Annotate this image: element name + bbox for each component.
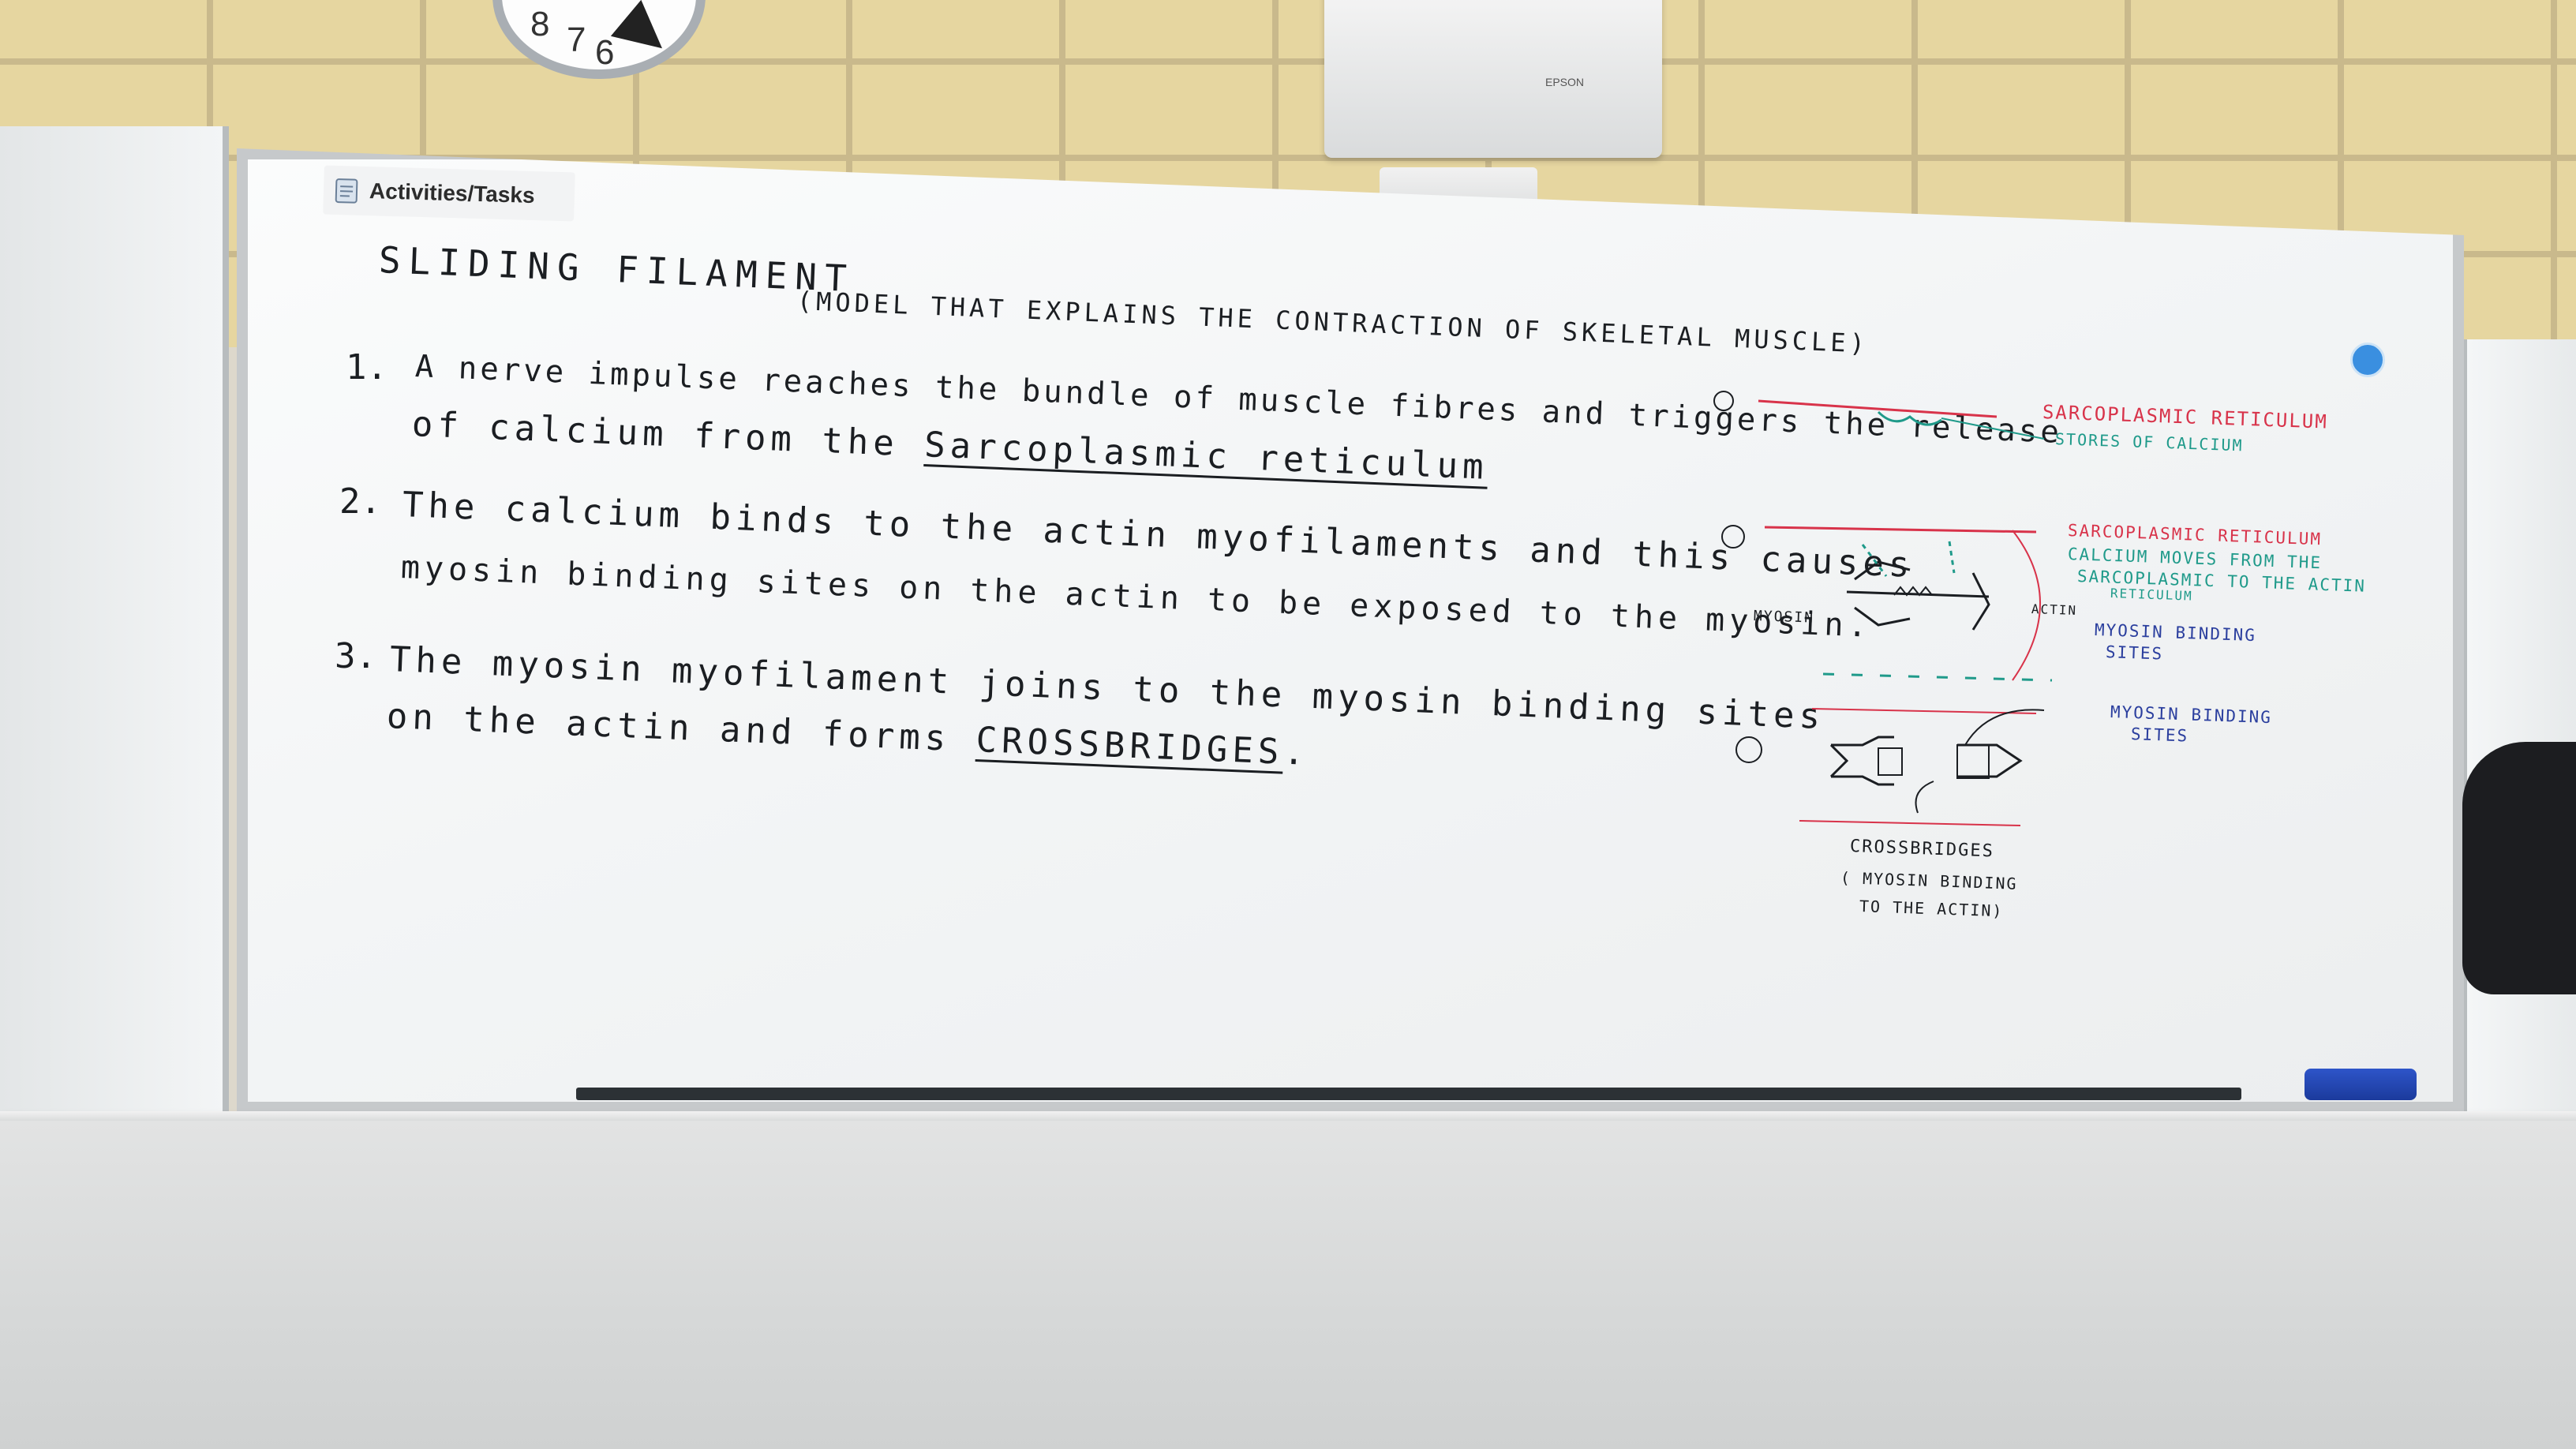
step-number: 2. xyxy=(339,481,381,522)
crossbridge-box xyxy=(1956,744,1990,779)
reticulum-line-lower xyxy=(1799,820,2021,826)
reticulum-line-lower xyxy=(1822,672,2053,682)
activities-label: Activities/Tasks xyxy=(323,165,575,222)
leader-line xyxy=(1941,417,2045,440)
left-whiteboard xyxy=(0,126,229,1114)
pointer-arrow xyxy=(1915,781,1934,814)
lower-wall xyxy=(0,1121,2576,1449)
whiteboard-eraser xyxy=(2305,1069,2417,1100)
diagram-label: MYOSIN xyxy=(1753,608,1815,627)
crossbridge-filaments xyxy=(1829,736,2023,786)
whiteboard xyxy=(237,148,2464,1113)
section-bracket xyxy=(2012,530,2041,681)
crossbridge-box xyxy=(1878,747,1903,776)
step-marker-circle xyxy=(1713,391,1734,411)
projector xyxy=(1324,0,1662,158)
leader-line xyxy=(1964,709,2045,746)
blue-sticker xyxy=(2350,343,2385,377)
step-number: 1. xyxy=(346,347,388,388)
calcium-stores-marks xyxy=(1877,410,1942,426)
clock-numeral: 8 xyxy=(530,5,550,43)
clipboard-icon xyxy=(335,178,358,204)
step-number: 3. xyxy=(335,636,376,676)
step-marker-circle xyxy=(1735,736,1762,763)
projector-brand: EPSON xyxy=(1545,76,1585,88)
diagram-label: ACTIN xyxy=(2031,601,2078,619)
myosin-heads xyxy=(1893,586,1933,597)
myosin-filament xyxy=(1854,560,1990,631)
reticulum-line xyxy=(1764,526,2037,534)
clock-numeral: 6 xyxy=(595,33,615,72)
marker-tray xyxy=(576,1088,2241,1100)
clock-numeral: 7 xyxy=(567,21,586,59)
person-shoulder xyxy=(2462,742,2576,994)
reticulum-line xyxy=(1758,399,1998,418)
diagram-label: SITES xyxy=(2130,724,2189,746)
diagram-label: SITES xyxy=(2105,642,2164,664)
diagram-label: RETICULUM xyxy=(2110,586,2193,604)
calcium-arrows xyxy=(1861,541,1956,577)
step-marker-circle xyxy=(1721,525,1745,549)
reticulum-line xyxy=(1811,708,2037,714)
